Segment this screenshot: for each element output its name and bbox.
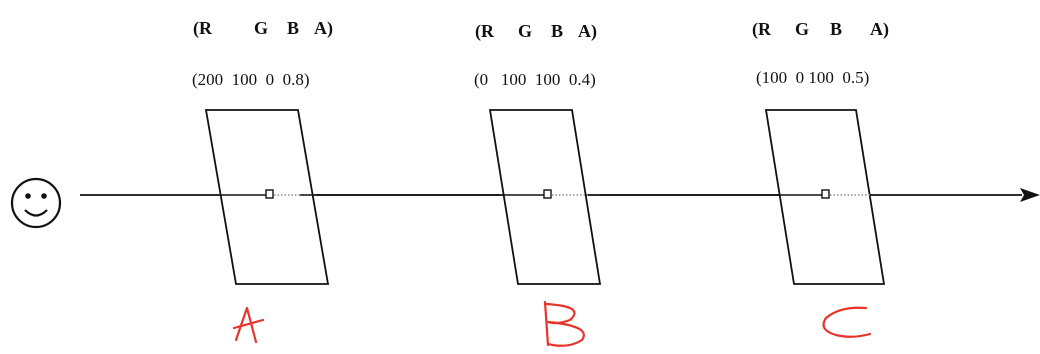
plane-a-header-a: A) <box>314 18 333 39</box>
plane-b-sample-point <box>543 189 552 199</box>
plane-b-values: (0 100 100 0.4) <box>474 70 596 89</box>
plane-c-label <box>822 306 872 338</box>
plane-a-values: (200 100 0 0.8) <box>192 70 310 89</box>
plane-c-header-g: G <box>795 19 809 39</box>
plane-c: (R G B A) (100 0 100 0.5) <box>600 19 1022 285</box>
plane-b-header-a: A) <box>578 21 597 42</box>
plane-a-header-g: G <box>254 18 268 38</box>
arrowhead-icon <box>1020 188 1040 202</box>
plane-c-header-b: B <box>830 19 842 39</box>
plane-b-header-g: G <box>518 21 532 41</box>
plane-a-sample-point <box>265 189 274 199</box>
plane-c-values: (100 0 100 0.5) <box>756 68 869 87</box>
plane-a-label <box>232 306 265 344</box>
plane-a: (R G B A) (200 100 0 0.8) <box>80 18 500 285</box>
plane-a-header-r: (R <box>193 18 213 39</box>
plane-c-header-r: (R <box>752 19 772 40</box>
plane-b-label <box>543 300 585 347</box>
smiley-face-icon <box>10 177 62 229</box>
plane-b-header-b: B <box>551 21 563 41</box>
plane-c-sample-point <box>821 189 830 199</box>
plane-b: (R G B A) (0 100 100 0.4) <box>300 21 780 285</box>
plane-b-header-r: (R <box>475 21 495 42</box>
plane-a-header-b: B <box>287 18 299 38</box>
plane-c-header-a: A) <box>870 19 889 40</box>
